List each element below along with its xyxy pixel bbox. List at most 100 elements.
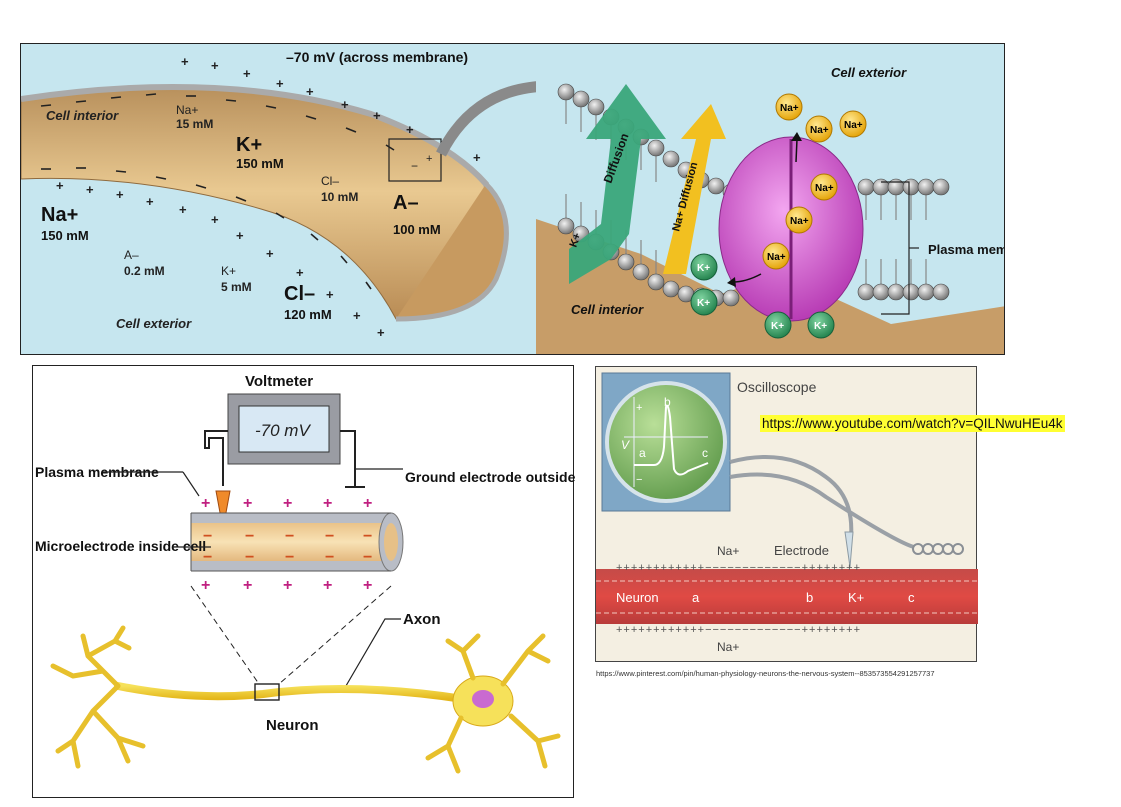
cl-outside-ion: Cl– (284, 283, 315, 305)
neuron-label: Neuron (266, 717, 319, 734)
svg-text:+: + (377, 325, 385, 340)
svg-text:+: + (341, 97, 349, 112)
svg-text:−: − (325, 528, 334, 545)
ground-electrode-label: Ground electrode outside cell (405, 469, 575, 485)
na-inside-ion: Na+ (176, 103, 198, 117)
cell-interior-closeup: Cell interior (571, 302, 644, 317)
na-inside-conc: 15 mM (176, 117, 213, 131)
plasma-membrane-label-top: Plasma membrane (928, 242, 1005, 257)
svg-text:+: + (211, 58, 219, 73)
electrode-label: Electrode (774, 543, 829, 558)
svg-text:Na+: Na+ (815, 183, 834, 194)
oscilloscope-label: Oscilloscope (737, 379, 817, 395)
svg-text:+: + (323, 577, 332, 594)
svg-text:Na+: Na+ (790, 216, 809, 227)
svg-text:+: + (323, 495, 332, 512)
oscilloscope-screen (605, 381, 727, 503)
k-ions: K+ K+ K+ K+ (690, 253, 835, 339)
microelectrode (215, 490, 231, 530)
svg-text:Na+: Na+ (767, 252, 786, 263)
membrane-dashes (40, 93, 395, 290)
youtube-link[interactable]: https://www.youtube.com/watch?v=QILNwuHE… (760, 415, 1065, 432)
k-outside-ion: K+ (221, 264, 236, 278)
ground-coil (912, 543, 964, 555)
svg-text:b: b (806, 590, 813, 605)
cl-inside-ion: Cl– (321, 174, 339, 188)
svg-text:+: + (243, 577, 252, 594)
plasma-membrane-title: Plasma membrane (35, 464, 159, 480)
na-ions: Na+ Na+ Na+ Na+ Na+ Na+ (762, 93, 867, 270)
voltmeter-panel: Voltmeter -70 mV + + + + + + + + + + (32, 365, 575, 798)
a-inside-ion: A– (393, 192, 419, 214)
svg-text:K+: K+ (697, 263, 710, 274)
svg-text:a: a (639, 446, 646, 460)
svg-text:+: + (636, 402, 642, 414)
oscilloscope-panel: + − V b a c Oscilloscope Electrode Na+ N… (595, 366, 978, 662)
cl-inside-conc: 10 mM (321, 190, 358, 204)
bottom-charges: ++++++++++++−−−−−−−−−−−−−++++++++ (616, 624, 861, 636)
svg-text:−: − (363, 549, 372, 566)
svg-text:+: + (201, 577, 210, 594)
svg-text:Na+: Na+ (780, 103, 799, 114)
neuron-illustration (50, 625, 561, 774)
zoom-box (388, 138, 442, 182)
outside-plus-signs: +++ +++ +++ + +++ +++ +++ +++ (56, 54, 481, 340)
svg-text:+: + (243, 66, 251, 81)
svg-text:Na+: Na+ (844, 120, 863, 131)
svg-text:+: + (353, 308, 361, 323)
svg-text:+: + (56, 178, 64, 193)
na-label-top: Na+ (717, 544, 739, 558)
svg-text:c: c (908, 590, 915, 605)
svg-text:+: + (181, 54, 189, 69)
axon-segment (596, 569, 978, 624)
k-diffusion-ion: K+ (568, 231, 584, 249)
svg-text:−: − (203, 549, 212, 566)
voltmeter-figure: Voltmeter -70 mV + + + + + + + + + + (35, 373, 575, 774)
voltmeter-title: Voltmeter (245, 373, 313, 390)
svg-text:c: c (702, 446, 708, 460)
oscilloscope-figure: + − V b a c Oscilloscope Electrode Na+ N… (596, 372, 978, 654)
microelectrode-label: Microelectrode inside cell (35, 538, 206, 554)
svg-text:+: + (86, 182, 94, 197)
voltage-label: V (621, 438, 630, 452)
svg-text:−: − (636, 474, 642, 486)
membrane-potential-label: –70 mV (across membrane) (286, 49, 468, 65)
svg-text:−: − (285, 549, 294, 566)
outside-charges: + + + + + + + + + + (201, 495, 372, 594)
svg-text:−: − (245, 549, 254, 566)
svg-text:+: + (146, 194, 154, 209)
source-caption[interactable]: https://www.pinterest.com/pin/human-phys… (596, 669, 935, 678)
membrane-closeup: K+ Diffusion Na+ Diffusion Na+ Na+ Na+ N… (536, 44, 1005, 354)
action-potential-trace (634, 404, 709, 476)
a-outside-ion: A– (124, 248, 139, 262)
svg-text:Na+: Na+ (810, 125, 829, 136)
svg-text:+: + (306, 84, 314, 99)
svg-text:+: + (283, 577, 292, 594)
ground-cable (729, 472, 915, 549)
svg-text:+: + (283, 495, 292, 512)
svg-text:+: + (266, 246, 274, 261)
svg-text:−: − (411, 159, 418, 173)
neuron-axon-label: Neuron (616, 590, 659, 605)
cell-exterior-label: Cell exterior (116, 316, 192, 331)
svg-text:K+: K+ (697, 298, 710, 309)
inside-charges: − − − − − − − − − − (203, 528, 372, 566)
svg-text:+: + (179, 202, 187, 217)
resting-potential-figure: +++ +++ +++ + +++ +++ +++ +++ + − –70 mV… (21, 44, 1005, 354)
svg-text:−: − (203, 528, 212, 545)
k-inside-conc: 150 mM (236, 156, 284, 171)
svg-text:K+: K+ (771, 321, 784, 332)
svg-text:+: + (363, 495, 372, 512)
svg-text:+: + (243, 495, 252, 512)
svg-text:+: + (236, 228, 244, 243)
svg-text:+: + (116, 187, 124, 202)
svg-text:+: + (201, 495, 210, 512)
svg-text:+: + (211, 212, 219, 227)
cl-outside-conc: 120 mM (284, 307, 332, 322)
recording-electrode (844, 531, 854, 568)
svg-text:+: + (326, 287, 334, 302)
a-outside-conc: 0.2 mM (124, 264, 165, 278)
electrode-cable (729, 455, 854, 538)
cell-exterior-closeup: Cell exterior (831, 65, 907, 80)
voltmeter-reading: -70 mV (255, 421, 311, 440)
